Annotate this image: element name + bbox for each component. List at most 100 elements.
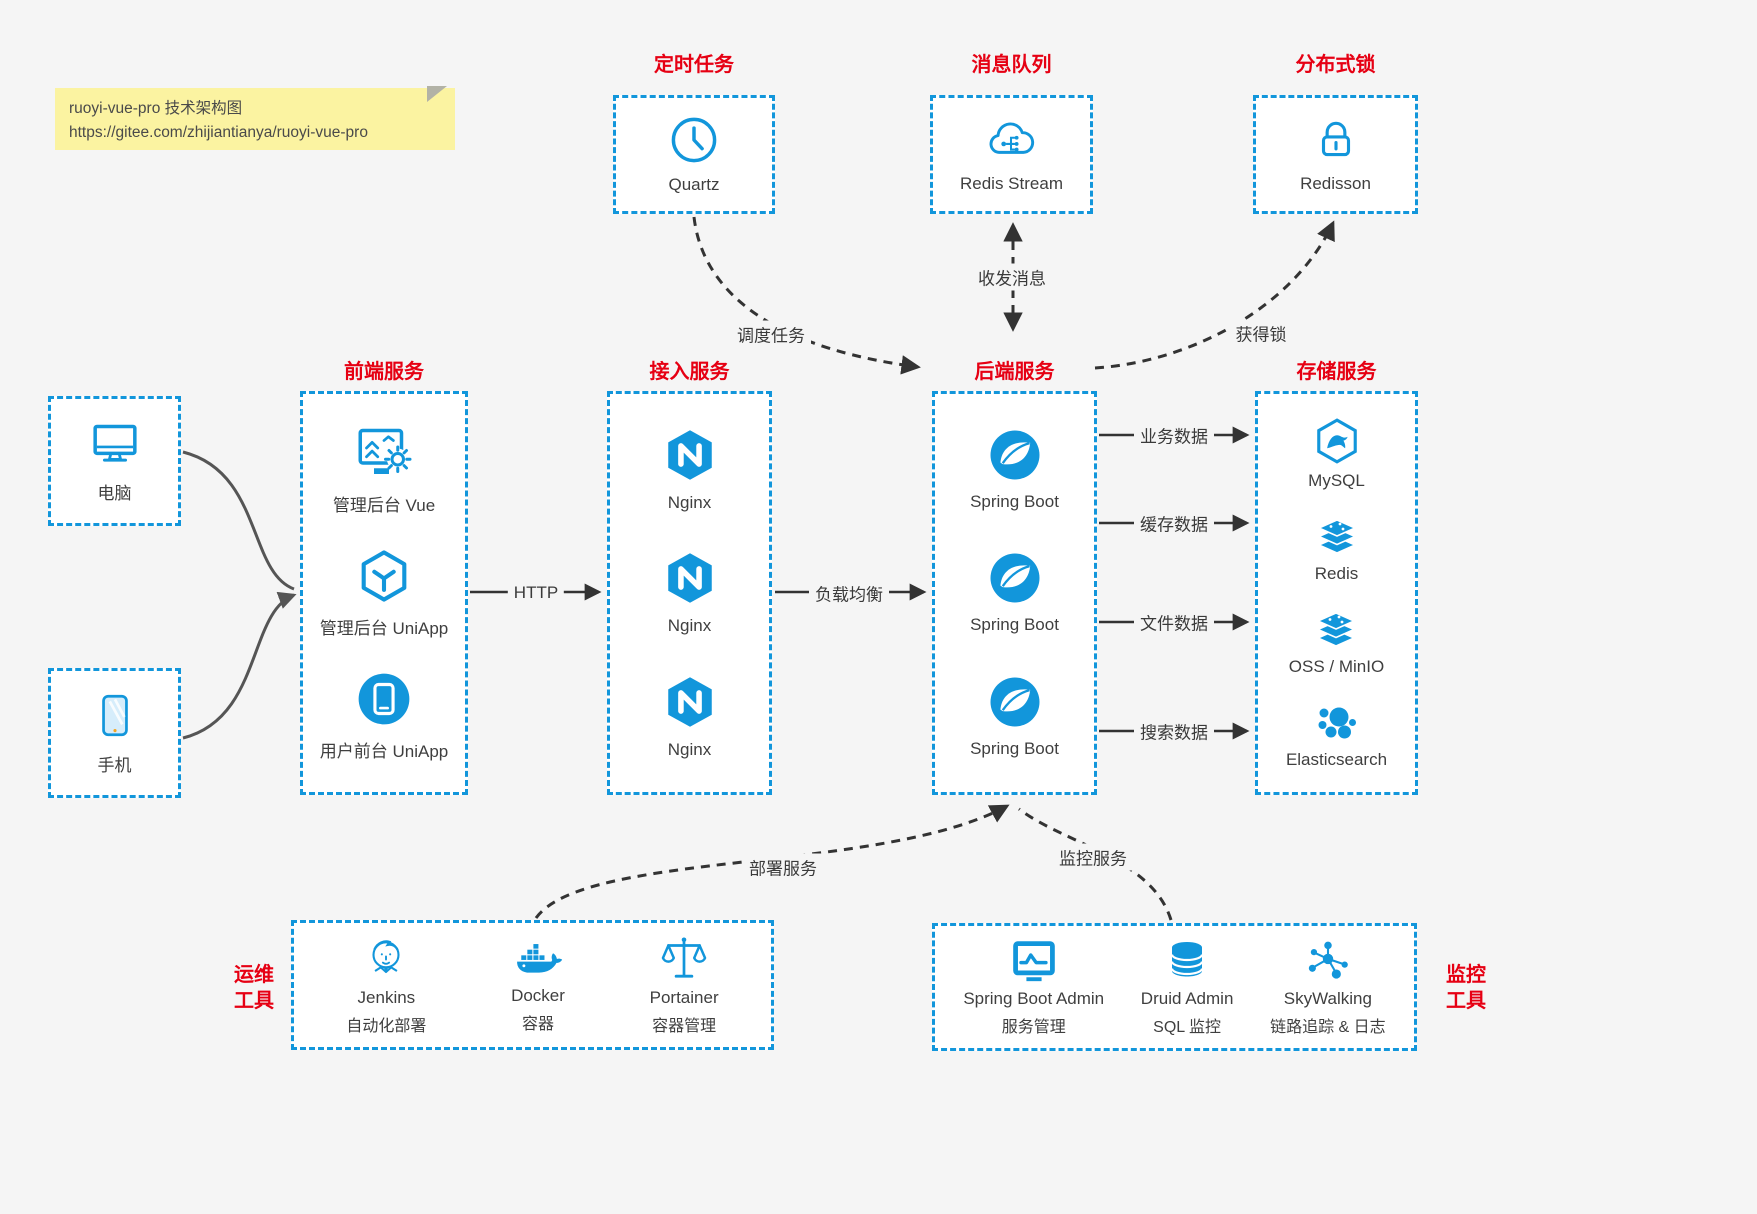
portainer-scales-icon xyxy=(661,937,707,978)
oss-stack-icon xyxy=(1316,612,1357,647)
note-title: ruoyi-vue-pro 技术架构图 xyxy=(69,100,243,117)
tool-druid-admin: Druid Admin SQL 监控 xyxy=(1140,937,1234,1037)
edge-label-business-data: 业务数据 xyxy=(1134,421,1214,449)
ops-tools-box: Jenkins 自动化部署 Docker 容器 xyxy=(291,920,774,1050)
tool-spring-boot-admin: Spring Boot Admin 服务管理 xyxy=(963,937,1104,1037)
tool-docker: Docker 容器 xyxy=(511,936,565,1034)
service-nginx-1: Nginx xyxy=(661,426,719,513)
service-spring-boot-3: Spring Boot xyxy=(970,674,1059,759)
redisson-box: Redisson xyxy=(1253,95,1418,214)
tool-portainer: Portainer 容器管理 xyxy=(650,934,719,1036)
service-label: Spring Boot xyxy=(970,492,1059,512)
gateway-box: Nginx Nginx Nginx xyxy=(607,391,772,795)
edge-phone-to-frontend xyxy=(182,591,297,740)
nginx-icon xyxy=(667,430,712,480)
service-label: Quartz xyxy=(668,175,720,194)
edge-label-search-data: 搜索数据 xyxy=(1134,717,1214,745)
phone-client-box: 手机 xyxy=(48,668,181,798)
spring-leaf-icon xyxy=(990,553,1039,603)
tool-jenkins: Jenkins 自动化部署 xyxy=(346,934,426,1036)
monitor-tools-title-line1: 监控 xyxy=(1446,964,1486,986)
edge-label-cache-data: 缓存数据 xyxy=(1134,509,1214,537)
tool-desc: SQL 监控 xyxy=(1153,1019,1222,1036)
service-label: Nginx xyxy=(667,616,712,636)
client-phone: 手机 xyxy=(90,690,140,776)
redis-stream-box: Redis Stream xyxy=(930,95,1093,214)
service-spring-boot-1: Spring Boot xyxy=(970,427,1059,512)
tool-desc: 链路追踪 & 日志 xyxy=(1270,1019,1386,1036)
monitor-chart-icon xyxy=(1012,941,1055,982)
service-label: 用户前台 UniApp xyxy=(319,742,449,762)
service-label: Elasticsearch xyxy=(1285,750,1388,769)
docker-whale-icon xyxy=(517,944,563,973)
edge-label-load-balance: 负载均衡 xyxy=(809,579,889,607)
tool-skywalking: SkyWalking 链路追踪 & 日志 xyxy=(1270,937,1386,1037)
tool-name: SkyWalking xyxy=(1283,989,1372,1008)
sticky-note: ruoyi-vue-pro 技术架构图 https://gitee.com/zh… xyxy=(55,86,455,150)
desktop-client-box: 电脑 xyxy=(48,396,181,526)
service-mysql: MySQL xyxy=(1308,416,1365,491)
service-nginx-3: Nginx xyxy=(661,673,719,760)
edge-label-schedule-job: 调度任务 xyxy=(731,320,811,348)
column-title-backend: 后端服务 xyxy=(974,361,1055,383)
edge-label-deploy-service: 部署服务 xyxy=(743,853,823,881)
note-fold-corner xyxy=(427,86,447,102)
ops-tools-title: 运维 工具 xyxy=(225,962,283,1014)
ops-tools-title-line1: 运维 xyxy=(234,964,274,986)
service-admin-vue: 管理后台 Vue xyxy=(333,424,435,516)
service-admin-uniapp: 管理后台 UniApp xyxy=(320,547,448,639)
edge-label-monitor-service: 监控服务 xyxy=(1053,843,1133,871)
tool-name: Docker xyxy=(511,986,565,1005)
service-redisson: Redisson xyxy=(1300,115,1371,194)
service-label: Spring Boot xyxy=(970,615,1059,635)
monitor-tools-box: Spring Boot Admin 服务管理 Druid Admin SQL 监… xyxy=(932,923,1417,1051)
frontend-box: 管理后台 Vue 管理后台 UniApp 用户前台 UniApp xyxy=(300,391,468,795)
elasticsearch-cluster-icon xyxy=(1318,707,1357,739)
spring-leaf-icon xyxy=(990,430,1039,480)
database-icon xyxy=(1170,942,1204,977)
edge-desktop-to-frontend xyxy=(182,450,295,591)
service-label: 管理后台 Vue xyxy=(332,495,436,515)
note-url: https://gitee.com/zhijiantianya/ruoyi-vu… xyxy=(69,124,368,142)
mysql-hexagon-icon xyxy=(1316,418,1357,464)
clock-icon xyxy=(671,117,717,163)
topology-icon xyxy=(1308,941,1348,979)
backend-box: Spring Boot Spring Boot Spring Boot xyxy=(932,391,1097,795)
jenkins-icon xyxy=(372,940,400,974)
nginx-icon xyxy=(667,553,712,604)
admin-vue-icon xyxy=(358,428,412,474)
service-label: Nginx xyxy=(667,493,712,513)
edge-label-acquire-lock: 获得锁 xyxy=(1229,319,1293,347)
service-label: Spring Boot xyxy=(970,738,1059,758)
monitor-tools-title: 监控 工具 xyxy=(1437,962,1495,1014)
service-oss-minio: OSS / MinIO xyxy=(1289,608,1384,677)
user-app-icon xyxy=(358,673,410,725)
quartz-box: Quartz xyxy=(613,95,775,214)
tool-name: Druid Admin xyxy=(1140,989,1234,1008)
group-title-scheduled-jobs: 定时任务 xyxy=(654,54,734,76)
service-redis-stream: Redis Stream xyxy=(960,115,1063,194)
tool-desc: 容器 xyxy=(521,1016,554,1033)
service-label: 管理后台 UniApp xyxy=(319,618,449,638)
redis-stack-icon xyxy=(1316,519,1357,554)
storage-box: MySQL Redis OSS / MinIO xyxy=(1255,391,1418,795)
edge-label-send-receive-msg: 收发消息 xyxy=(972,263,1052,291)
service-label: MySQL xyxy=(1308,471,1365,490)
client-label: 电脑 xyxy=(97,484,132,503)
tool-desc: 服务管理 xyxy=(1001,1019,1066,1036)
column-title-frontend: 前端服务 xyxy=(344,361,424,383)
monitor-tools-title-line2: 工具 xyxy=(1446,990,1486,1012)
service-redis: Redis xyxy=(1313,515,1361,584)
column-title-gateway: 接入服务 xyxy=(649,361,730,383)
tool-name: Spring Boot Admin xyxy=(963,989,1105,1008)
service-label: Redisson xyxy=(1300,174,1371,193)
service-nginx-2: Nginx xyxy=(661,549,719,636)
service-quartz: Quartz xyxy=(668,114,720,195)
uniapp-cube-icon xyxy=(361,550,407,602)
column-title-storage: 存储服务 xyxy=(1296,361,1377,383)
service-label: Nginx xyxy=(667,739,712,759)
nginx-icon xyxy=(667,677,712,727)
tool-desc: 自动化部署 xyxy=(346,1018,427,1035)
